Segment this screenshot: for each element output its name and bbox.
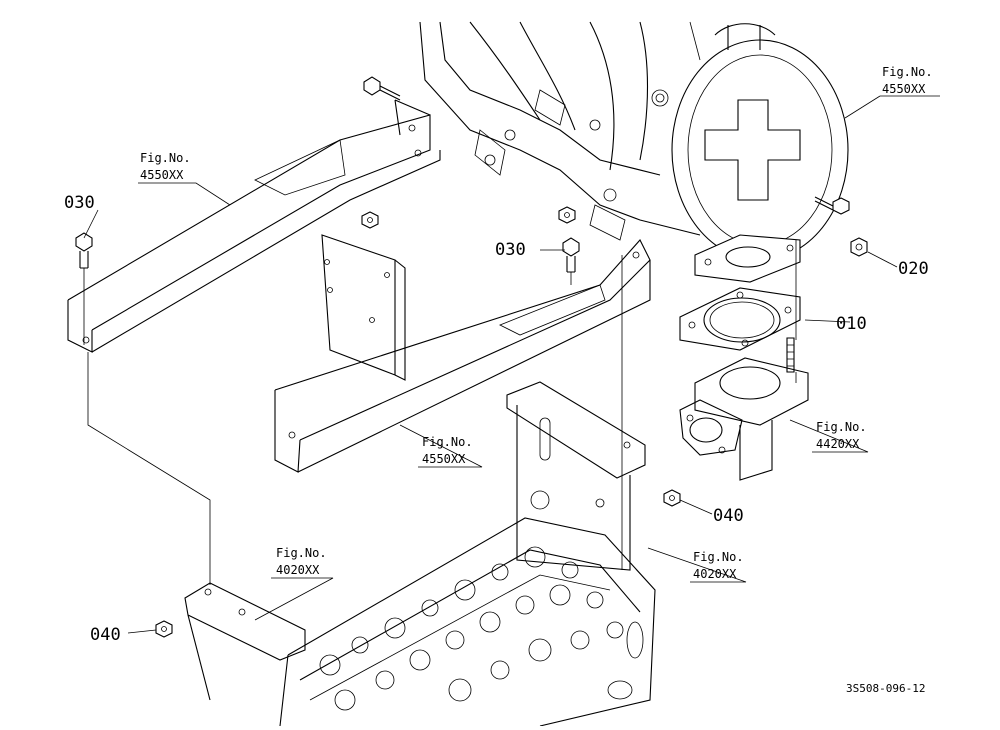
part-number-030-center: 030	[495, 240, 526, 260]
bolt-upper	[363, 76, 401, 101]
nut-upper-right	[558, 206, 576, 224]
svg-text:Fig.No.: Fig.No.	[693, 550, 744, 564]
upper-bracket	[67, 99, 441, 353]
turbocharger-assembly	[419, 21, 849, 283]
exhaust-elbow	[679, 357, 809, 481]
bolt-right	[814, 196, 850, 215]
part-number-010: 010	[836, 314, 867, 334]
vertical-bracket	[506, 381, 646, 571]
figure-ref-4550xx-center[interactable]: Fig.No. 4550XX	[422, 435, 473, 466]
part-number-020: 020	[898, 259, 929, 279]
leader-lines	[83, 95, 940, 634]
nut-040-left	[155, 620, 173, 638]
bolt-030-left	[75, 232, 93, 269]
part-number-030-left: 030	[64, 193, 95, 213]
svg-text:Fig.No.: Fig.No.	[882, 65, 933, 79]
svg-text:4020XX: 4020XX	[693, 567, 737, 581]
svg-text:Fig.No.: Fig.No.	[140, 151, 191, 165]
cylinder-head	[184, 517, 656, 727]
part-number-040-center: 040	[713, 506, 744, 526]
svg-text:Fig.No.: Fig.No.	[276, 546, 327, 560]
nut-020	[850, 237, 868, 257]
svg-text:4550XX: 4550XX	[140, 168, 184, 182]
figure-ref-4550xx-top-right[interactable]: Fig.No. 4550XX	[882, 65, 933, 96]
svg-text:4020XX: 4020XX	[276, 563, 320, 577]
nut-040-center	[663, 489, 681, 507]
svg-text:Fig.No.: Fig.No.	[816, 420, 867, 434]
figure-ref-4020xx-right[interactable]: Fig.No. 4020XX	[693, 550, 744, 581]
svg-text:4550XX: 4550XX	[422, 452, 466, 466]
svg-text:Fig.No.: Fig.No.	[422, 435, 473, 449]
middle-bracket	[321, 234, 406, 381]
bolt-030-center	[562, 237, 580, 273]
figure-ref-4420xx[interactable]: Fig.No. 4420XX	[816, 420, 867, 451]
nut-upper-center	[361, 211, 379, 229]
part-number-040-left: 040	[90, 625, 121, 645]
svg-text:4420XX: 4420XX	[816, 437, 860, 451]
head-ports	[319, 546, 644, 711]
figure-ref-4020xx-left[interactable]: Fig.No. 4020XX	[276, 546, 327, 577]
drawing-reference-number: 3S508-096-12	[846, 682, 925, 695]
assembly-lines	[83, 240, 797, 585]
figure-ref-4550xx-left[interactable]: Fig.No. 4550XX	[140, 151, 191, 182]
gasket-010	[679, 287, 801, 351]
svg-text:4550XX: 4550XX	[882, 82, 926, 96]
lower-bracket	[274, 239, 651, 473]
stud	[786, 337, 795, 373]
